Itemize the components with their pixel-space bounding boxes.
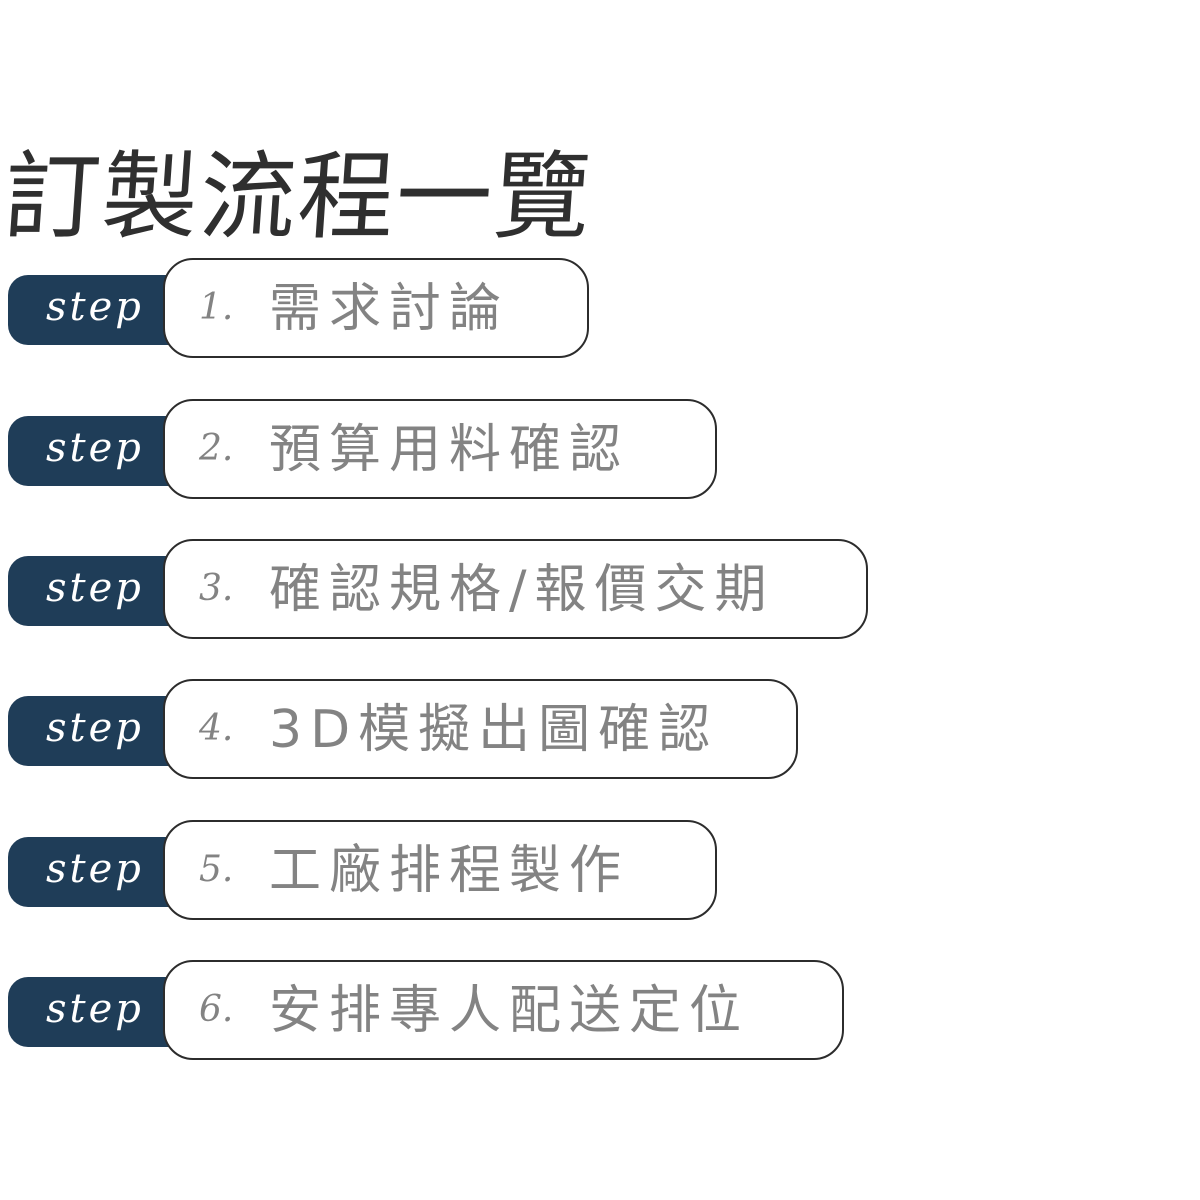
step-number: 5. bbox=[199, 849, 234, 890]
step-label: 安排專人配送定位 bbox=[269, 981, 750, 1041]
step-pill: 4. 3D模擬出圖確認 bbox=[163, 679, 798, 779]
step-badge-label: step bbox=[46, 705, 144, 751]
step-pill: 1. 需求討論 bbox=[163, 258, 589, 358]
step-number: 3. bbox=[199, 568, 234, 609]
step-pill: 2. 預算用料確認 bbox=[163, 399, 717, 499]
step-badge-label: step bbox=[46, 846, 144, 892]
step-pill: 5. 工廠排程製作 bbox=[163, 820, 717, 920]
step-number: 2. bbox=[199, 428, 234, 469]
step-badge-label: step bbox=[46, 986, 144, 1032]
step-badge-label: step bbox=[46, 565, 144, 611]
step-number: 1. bbox=[199, 287, 234, 328]
step-pill: 6. 安排專人配送定位 bbox=[163, 960, 844, 1060]
step-label: 確認規格/報價交期 bbox=[269, 560, 775, 620]
step-pill: 3. 確認規格/報價交期 bbox=[163, 539, 868, 639]
step-number: 4. bbox=[199, 708, 234, 749]
step-label: 需求討論 bbox=[269, 279, 510, 339]
step-label: 3D模擬出圖確認 bbox=[269, 700, 719, 760]
step-badge-label: step bbox=[46, 425, 144, 471]
step-label: 工廠排程製作 bbox=[269, 841, 630, 901]
step-badge-label: step bbox=[46, 284, 144, 330]
step-label: 預算用料確認 bbox=[269, 420, 630, 480]
step-number: 6. bbox=[199, 989, 234, 1030]
